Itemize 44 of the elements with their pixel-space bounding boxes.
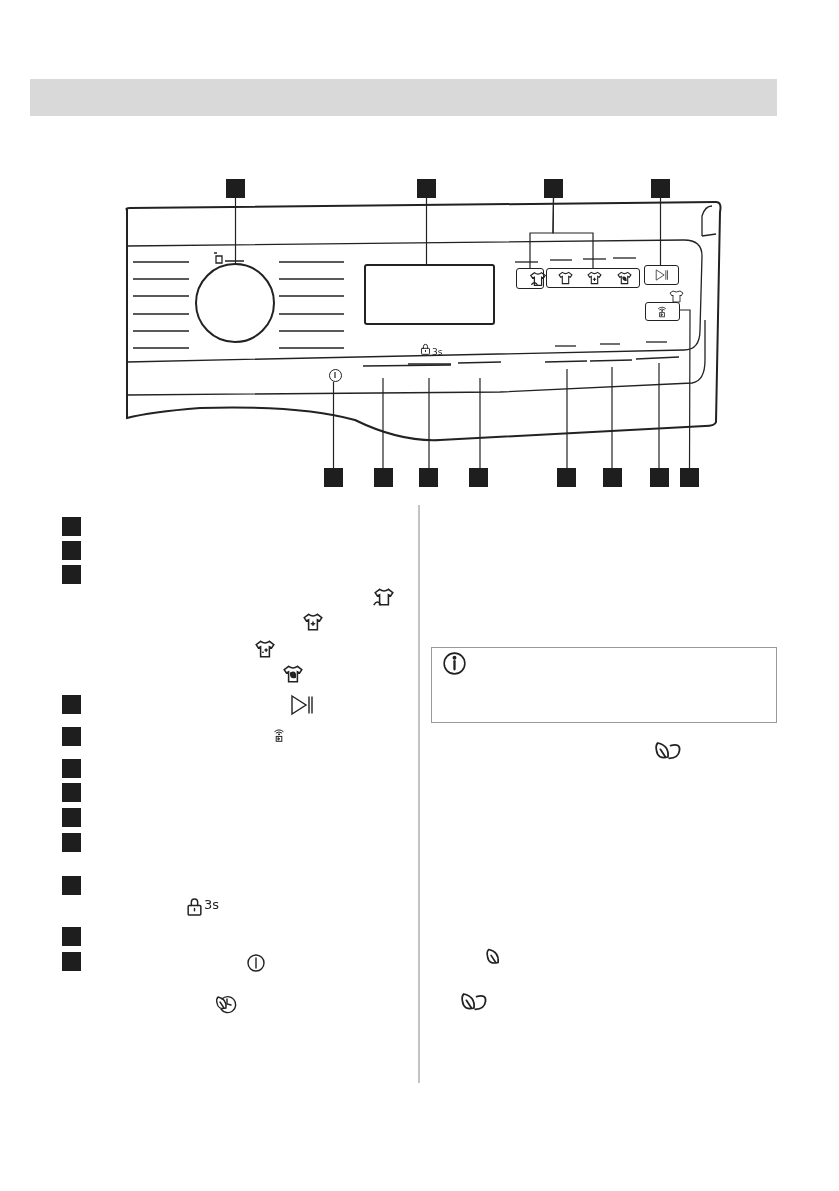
leader-line <box>658 362 660 469</box>
callout-square <box>651 179 670 198</box>
leader-line <box>479 377 481 469</box>
leader-line <box>234 197 237 264</box>
callout-square <box>62 876 81 895</box>
callout-square <box>62 927 81 946</box>
program-knob <box>195 263 275 343</box>
callout-square <box>62 565 81 584</box>
callout-square <box>62 952 81 971</box>
callout-square <box>544 179 563 198</box>
callout-square <box>469 468 488 487</box>
leader-line <box>332 381 335 469</box>
leader-line <box>611 366 613 469</box>
button-outline <box>645 302 680 321</box>
callout-square <box>62 833 81 852</box>
button-group-outline <box>546 268 640 288</box>
callout-square <box>603 468 622 487</box>
display-screen <box>364 264 495 325</box>
callout-square <box>417 179 436 198</box>
leader-line <box>382 377 384 469</box>
callout-square <box>650 468 669 487</box>
callout-square <box>62 695 81 714</box>
callout-square <box>62 808 81 827</box>
callout-square <box>226 179 245 198</box>
leader-line <box>428 377 430 469</box>
timer-text: 3s <box>432 346 443 358</box>
timer-text: 3s <box>204 899 220 911</box>
callout-square <box>62 783 81 802</box>
leader-line <box>552 197 594 269</box>
leader-line <box>659 197 662 266</box>
button-outline <box>516 268 544 289</box>
callout-square <box>324 468 343 487</box>
callout-square <box>680 468 699 487</box>
callout-square <box>557 468 576 487</box>
callout-square <box>62 727 81 746</box>
callout-square <box>62 759 81 778</box>
callout-square <box>374 468 393 487</box>
leader-line <box>566 368 568 469</box>
button-outline <box>644 265 679 285</box>
callout-square <box>62 517 81 536</box>
callout-square <box>419 468 438 487</box>
leader-line <box>679 309 691 469</box>
leader-line <box>425 197 428 265</box>
callout-square <box>62 541 81 560</box>
